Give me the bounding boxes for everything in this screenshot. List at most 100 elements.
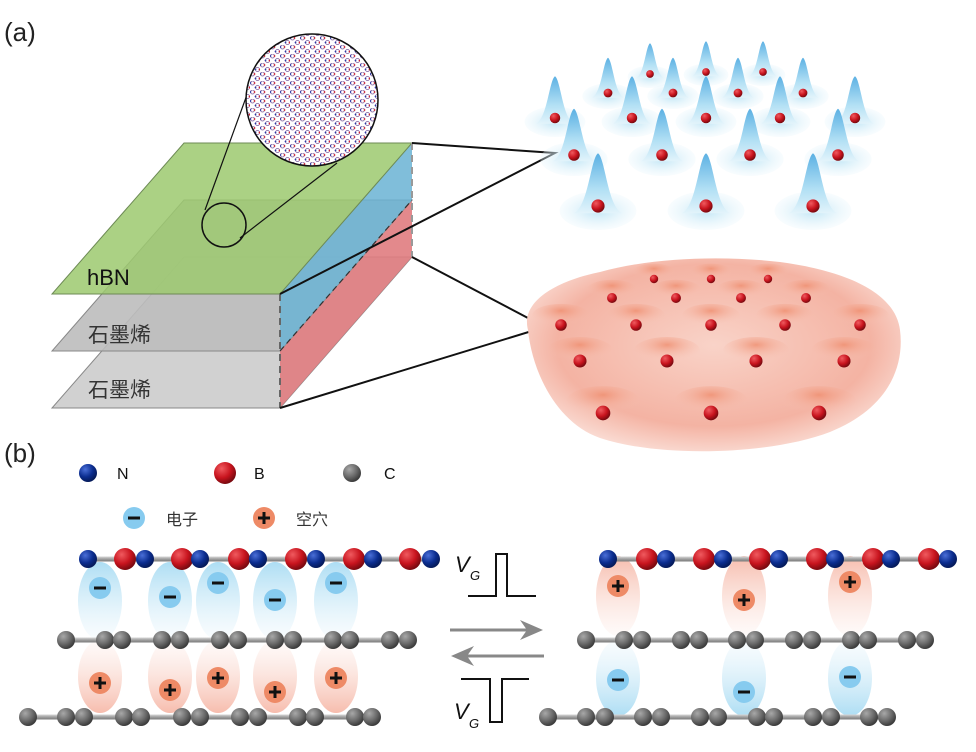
sign-bar-v: [273, 686, 277, 698]
trapped-atom: [849, 112, 861, 124]
surface-bump: [682, 303, 740, 327]
charge-peak: [647, 57, 699, 109]
graphene-atom-c: [346, 708, 364, 726]
hbn-atom-b: [749, 548, 771, 570]
surface-atom: [736, 293, 746, 303]
graphene-atom-c: [96, 631, 114, 649]
charge-peak: [749, 76, 811, 137]
graphene-atom-c: [306, 708, 324, 726]
sign-bar: [612, 678, 624, 682]
graphene-atom-c: [672, 631, 690, 649]
hbn-atom-b: [636, 548, 658, 570]
sign-bar: [330, 581, 342, 585]
charge-peak: [777, 57, 829, 109]
trapped-atom: [744, 149, 756, 161]
sign-bar-v: [98, 677, 102, 689]
gate-label-bottom: V: [454, 699, 471, 724]
hole-cloud: [148, 640, 192, 713]
trapped-atom: [759, 68, 767, 76]
electron-cloud: [78, 562, 122, 640]
surface-atom: [706, 274, 716, 284]
hbn-atom-b: [693, 548, 715, 570]
positive-pulse-icon: [468, 553, 536, 597]
trapped-atom: [774, 112, 786, 124]
surface-bump: [651, 279, 701, 300]
surface-atom: [573, 354, 587, 368]
peak-cone: [636, 43, 664, 79]
hole-cloud: [253, 640, 297, 713]
trapped-atom: [668, 88, 678, 98]
surface-atom: [749, 354, 763, 368]
graphene-atom-c: [728, 631, 746, 649]
graphene-atom-c: [615, 631, 633, 649]
trapped-atom: [806, 199, 820, 213]
right-state: [539, 548, 957, 726]
legend: N B C 电子 空穴: [79, 462, 396, 529]
graphene-atom-c: [746, 631, 764, 649]
surface-bump: [634, 337, 700, 364]
sign-bar-v: [168, 684, 172, 696]
graphene-atom-c: [690, 631, 708, 649]
graphene-atom-c: [596, 708, 614, 726]
peak-cone: [789, 153, 837, 214]
surface-bump: [756, 303, 814, 327]
graphene-atom-c: [748, 708, 766, 726]
graphene-atom-c: [898, 631, 916, 649]
peak-cone: [536, 76, 574, 124]
hbn-lattice-inset: [245, 33, 379, 167]
surface-atom: [555, 319, 567, 331]
graphene-atom-c: [249, 708, 267, 726]
surface-atom: [779, 319, 791, 331]
hbn-atom-b: [806, 548, 828, 570]
surface-bump: [811, 337, 877, 364]
graphene-atom-c: [652, 708, 670, 726]
graphene-atom-c: [363, 708, 381, 726]
hbn-atom-b: [862, 548, 884, 570]
forward-arrow-head: [520, 620, 543, 640]
legend-atom-c-icon: [343, 464, 361, 482]
sign-bar: [844, 675, 856, 679]
legend-label-c: C: [384, 466, 396, 483]
surface-bump: [831, 303, 889, 327]
hbn-atom-b: [114, 548, 136, 570]
lattice-magnifier: [201, 33, 379, 248]
peak-cone: [657, 57, 689, 98]
trapped-atom: [702, 68, 710, 76]
surface-bump: [674, 386, 748, 416]
peak-cone: [682, 153, 730, 214]
hbn-atom-n: [882, 550, 900, 568]
hbn-atom-n: [714, 550, 732, 568]
peak-cone: [592, 57, 624, 98]
peak-cone: [641, 108, 683, 162]
graphene-atom-c: [860, 708, 878, 726]
graphene-atom-c: [171, 631, 189, 649]
trapped-atom: [700, 112, 712, 124]
charge-peak: [627, 43, 673, 89]
surface-atom: [703, 405, 719, 421]
graphene-atom-c: [842, 631, 860, 649]
charge-peak: [540, 108, 608, 176]
graphene-atom-c: [878, 708, 896, 726]
surface-bump: [690, 263, 732, 281]
charge-peak: [582, 57, 634, 109]
surface-atom: [854, 319, 866, 331]
side-face-red: [280, 200, 412, 408]
peak-cone: [687, 76, 725, 124]
hbn-atom-n: [770, 550, 788, 568]
sign-bar: [269, 598, 281, 602]
graphene-atom-c: [785, 631, 803, 649]
charge-peak: [740, 41, 786, 86]
hbn-atom-b: [171, 548, 193, 570]
graphene-atom-c: [211, 631, 229, 649]
peak-cone: [692, 41, 720, 77]
sign-bar: [212, 581, 224, 585]
graphene-atom-c: [57, 708, 75, 726]
surface-atom: [649, 274, 659, 284]
gate-subscript-top: G: [470, 568, 480, 583]
graphene-atom-c: [539, 708, 557, 726]
sign-bar-v: [216, 672, 220, 684]
side-face-blue: [280, 143, 412, 351]
hole-cloud: [828, 556, 872, 636]
trapped-atom: [591, 199, 605, 213]
